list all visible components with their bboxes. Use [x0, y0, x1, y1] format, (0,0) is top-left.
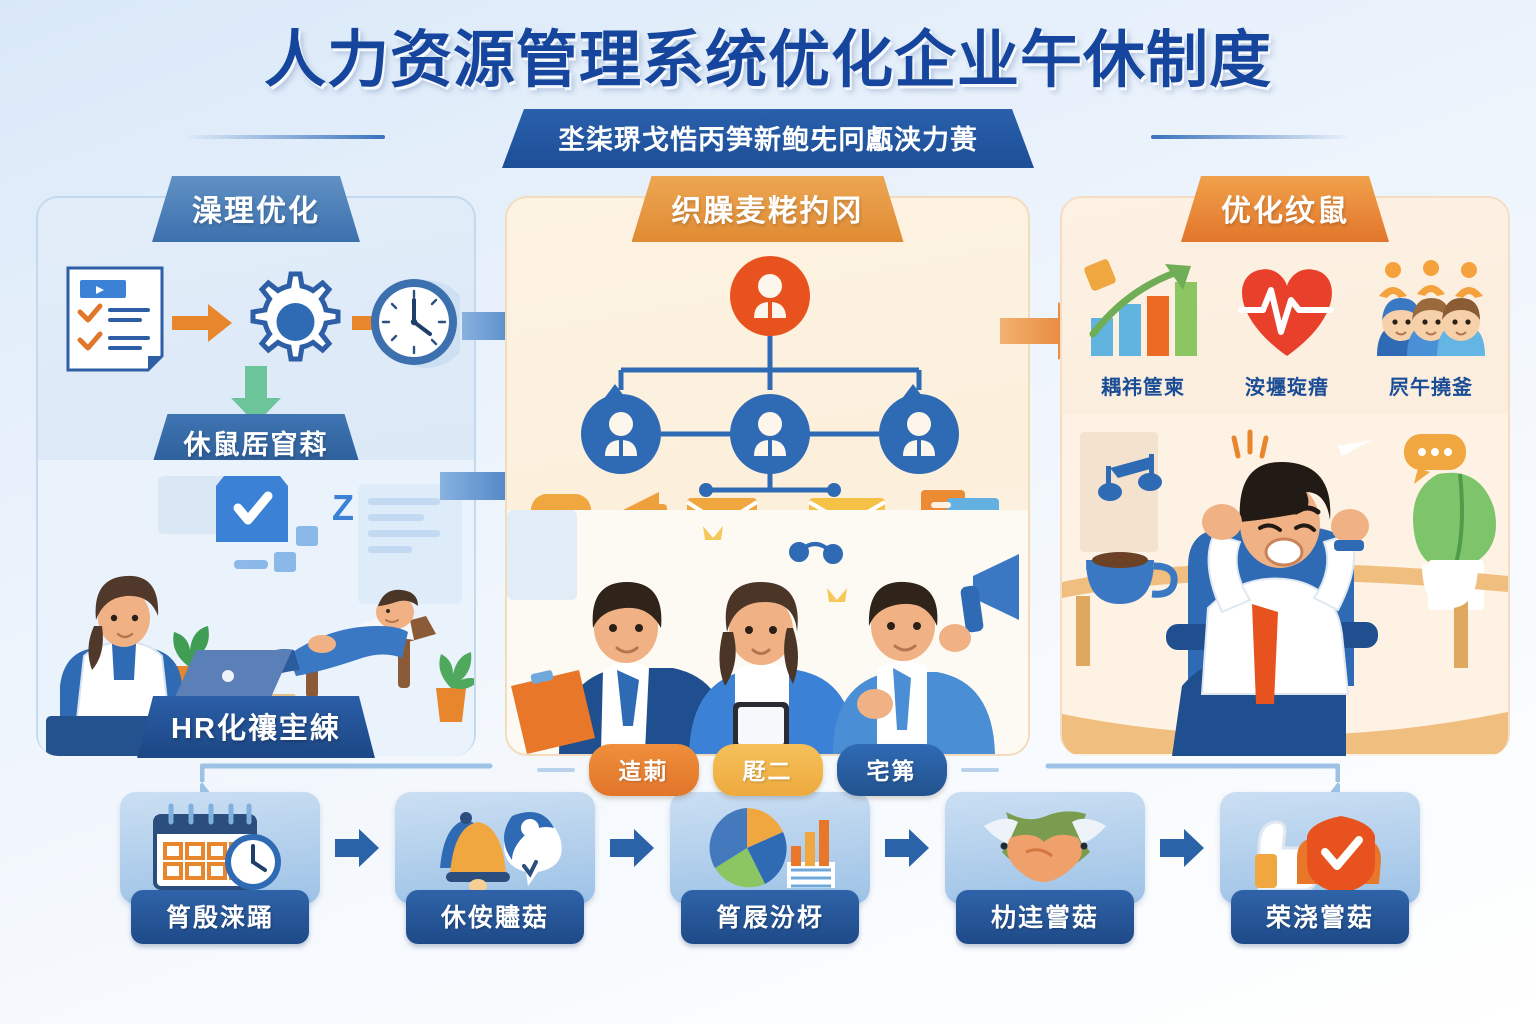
plant-small-right	[436, 652, 474, 722]
team-group-icon	[1377, 260, 1485, 356]
flow-arrow-3	[881, 792, 935, 904]
smartwatch-icon	[1334, 540, 1364, 551]
flow-step-4[interactable]: 朸迬嘗菇	[945, 792, 1145, 944]
panel-process-banner: 澡理优化	[152, 176, 360, 242]
panel-process-optimization: 澡理优化	[36, 196, 476, 756]
gear-icon	[250, 271, 341, 362]
outcome-metrics: 耦祎筐柬 洝壥琁瘄	[1078, 256, 1496, 400]
checklist-document-icon	[66, 266, 164, 372]
pie-bar-chart-icon	[709, 808, 835, 888]
flow-arrow-2	[606, 792, 660, 904]
outcome-metric-growth: 耦祎筐柬	[1078, 256, 1208, 400]
scene-team-members	[507, 510, 1028, 754]
spark-white	[1338, 440, 1372, 456]
org-chart	[551, 250, 989, 505]
team-member-3	[833, 554, 1019, 754]
outcome-metric-team: 屄午撓釜	[1366, 256, 1496, 400]
outcome-metric-health: 洝壥琁瘄	[1222, 256, 1352, 400]
flow-step-2[interactable]: 休侒贐菇	[395, 792, 595, 944]
panel-outcome-banner: 优化纹鼠	[1181, 176, 1389, 242]
thumbs-up-shield-icon	[1255, 816, 1381, 894]
flow-card-1	[120, 792, 320, 904]
org-node-member-3	[879, 394, 959, 474]
pill-role-1[interactable]: 迼莿	[588, 744, 699, 796]
panel-team-organization: 织臊麦粩扚冈	[505, 196, 1030, 756]
panel-organize-banner: 织臊麦粩扚冈	[632, 176, 904, 242]
pill-rule-right	[960, 768, 999, 772]
flow-step-1[interactable]: 筲殷涞踊	[120, 792, 320, 944]
music-note-icon	[1098, 454, 1162, 501]
pill-role-2[interactable]: 屘二	[712, 744, 823, 796]
flow-card-3	[670, 792, 870, 904]
scene-refreshed-employee	[1062, 414, 1508, 756]
excitement-marks	[1231, 429, 1269, 459]
flow-label-3: 筲屐汾枒	[681, 890, 859, 944]
subtitle-rule-left	[185, 134, 385, 139]
alarm-clock-icon	[371, 279, 470, 368]
avatar-right	[1437, 298, 1485, 356]
napping-employee	[250, 589, 436, 698]
heart-pulse-icon	[1238, 269, 1334, 356]
flow-connector-line	[200, 763, 1340, 794]
flow-arrow-4	[1156, 792, 1210, 904]
speech-bubble-dots-icon	[1404, 434, 1466, 484]
panel-optimization-outcome: 优化纹鼠 耦祎筐柬 洝壥琁瘄	[1060, 196, 1510, 756]
necktie	[1252, 604, 1278, 704]
stretching-employee	[1172, 461, 1369, 756]
coffee-cup-icon	[1086, 552, 1178, 604]
bar-chart-growth-icon	[1084, 259, 1197, 356]
flow-label-2: 休侒贐菇	[406, 890, 584, 944]
calendar-clock-icon	[153, 803, 281, 890]
flow-card-5	[1220, 792, 1420, 904]
team-member-2	[689, 582, 855, 754]
sparkle-decorations	[703, 526, 847, 602]
team-role-pills: 迼莿 屘二 宅笰	[505, 744, 1030, 796]
megaphone-held-icon	[939, 554, 1019, 652]
header-area: 人力资源管理系统优化企业午休制度 坔柒琾戈悎丙笋新鲍兂冋甗浃力蒉	[0, 26, 1536, 161]
handshake-icon	[984, 811, 1106, 882]
flow-label-1: 筲殷涞踊	[131, 890, 309, 944]
clipboard-check-icon	[216, 476, 288, 542]
flow-label-4: 朸迬嘗菇	[956, 890, 1134, 944]
green-down-arrow	[231, 366, 281, 424]
flow-arrow-1	[331, 792, 385, 904]
orange-arrow-1	[172, 304, 232, 342]
pill-role-3[interactable]: 宅笰	[836, 744, 947, 796]
outcome-label-health: 洝壥琁瘄	[1245, 377, 1329, 399]
flow-label-5: 荣浇嘗菇	[1231, 890, 1409, 944]
bottom-flow-row: 筲殷涞踊 休侒贐菇	[120, 792, 1420, 972]
bell-notification-icon	[440, 812, 562, 893]
sleep-z-glyph: Z	[332, 487, 354, 528]
process-icon-row	[56, 256, 470, 386]
flow-card-2	[395, 792, 595, 904]
network-dot-icon	[789, 542, 843, 564]
flow-card-4	[945, 792, 1145, 904]
subtitle: 坔柒琾戈悎丙笋新鲍兂冋甗浃力蒉	[502, 109, 1034, 168]
scene-hr-nap-room: Z	[38, 460, 474, 756]
white-cup-icon	[1422, 564, 1478, 608]
page-title: 人力资源管理系统优化企业午休制度	[263, 26, 1272, 95]
outcome-label-team: 屄午撓釜	[1389, 377, 1473, 399]
subtitle-banner-wrap: 坔柒琾戈悎丙笋新鲍兂冋甗浃力蒉	[0, 109, 1536, 161]
orange-clipboard-icon	[511, 670, 595, 754]
tablet-icon	[733, 702, 789, 750]
flow-step-5[interactable]: 荣浇嘗菇	[1220, 792, 1420, 944]
org-node-member-2	[730, 394, 810, 474]
team-member-1	[511, 582, 730, 754]
subtitle-rule-right	[1151, 134, 1351, 139]
flow-step-3[interactable]: 筲屐汾枒	[670, 792, 870, 944]
panel-process-bottom-banner: HR化禳宔綀	[137, 696, 375, 758]
outcome-label-growth: 耦祎筐柬	[1101, 377, 1185, 399]
org-node-member-1	[581, 394, 661, 474]
pill-rule-left	[536, 768, 575, 772]
